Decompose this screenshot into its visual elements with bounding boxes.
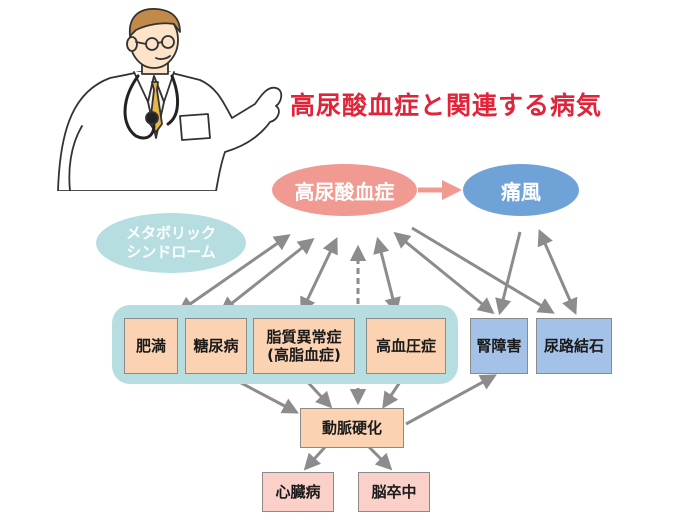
node-kidney-disease: 腎障害 xyxy=(470,318,528,374)
arrow-gout-stones xyxy=(537,228,578,316)
node-diabetes: 糖尿病 xyxy=(185,318,247,374)
node-obesity: 肥満 xyxy=(124,318,178,374)
node-metabolic-syndrome: メタボリック シンドローム xyxy=(96,213,246,273)
arrow-hyperuricemia-dyslipidemia xyxy=(300,237,338,314)
metabolic-label-line2: シンドローム xyxy=(126,243,216,261)
arrow-hyperuricemia-hypertension xyxy=(373,236,401,315)
doctor-illustration xyxy=(57,8,283,191)
arrow-gout-kidney xyxy=(495,231,522,316)
arrow-hyperuricemia-diabetes xyxy=(219,237,315,314)
arrow-hyperuricemia-kidney xyxy=(393,231,495,315)
arrow-arteriosclerosis-heart xyxy=(303,444,328,471)
page-title: 高尿酸血症と関連する病気 xyxy=(290,91,603,120)
node-stroke: 脳卒中 xyxy=(358,472,430,512)
node-hyperuricemia: 高尿酸血症 xyxy=(272,164,417,216)
arrow-hyperuricemia-stones xyxy=(411,226,555,314)
dyslipidemia-label-line2: (高脂血症) xyxy=(267,346,341,364)
metabolic-label-line1: メタボリック xyxy=(125,224,216,242)
node-dyslipidemia: 脂質異常症 (高脂血症) xyxy=(253,318,355,374)
node-hypertension: 高血圧症 xyxy=(366,318,446,374)
node-urinary-stones: 尿路結石 xyxy=(536,318,612,374)
arrow-arteriosclerosis-kidney xyxy=(405,374,497,426)
node-heart-disease: 心臓病 xyxy=(262,472,334,512)
node-gout: 痛風 xyxy=(463,164,579,216)
dyslipidemia-label-line1: 脂質異常症 xyxy=(266,328,342,346)
node-arteriosclerosis: 動脈硬化 xyxy=(300,408,404,448)
arrow-arteriosclerosis-stroke xyxy=(366,444,393,471)
